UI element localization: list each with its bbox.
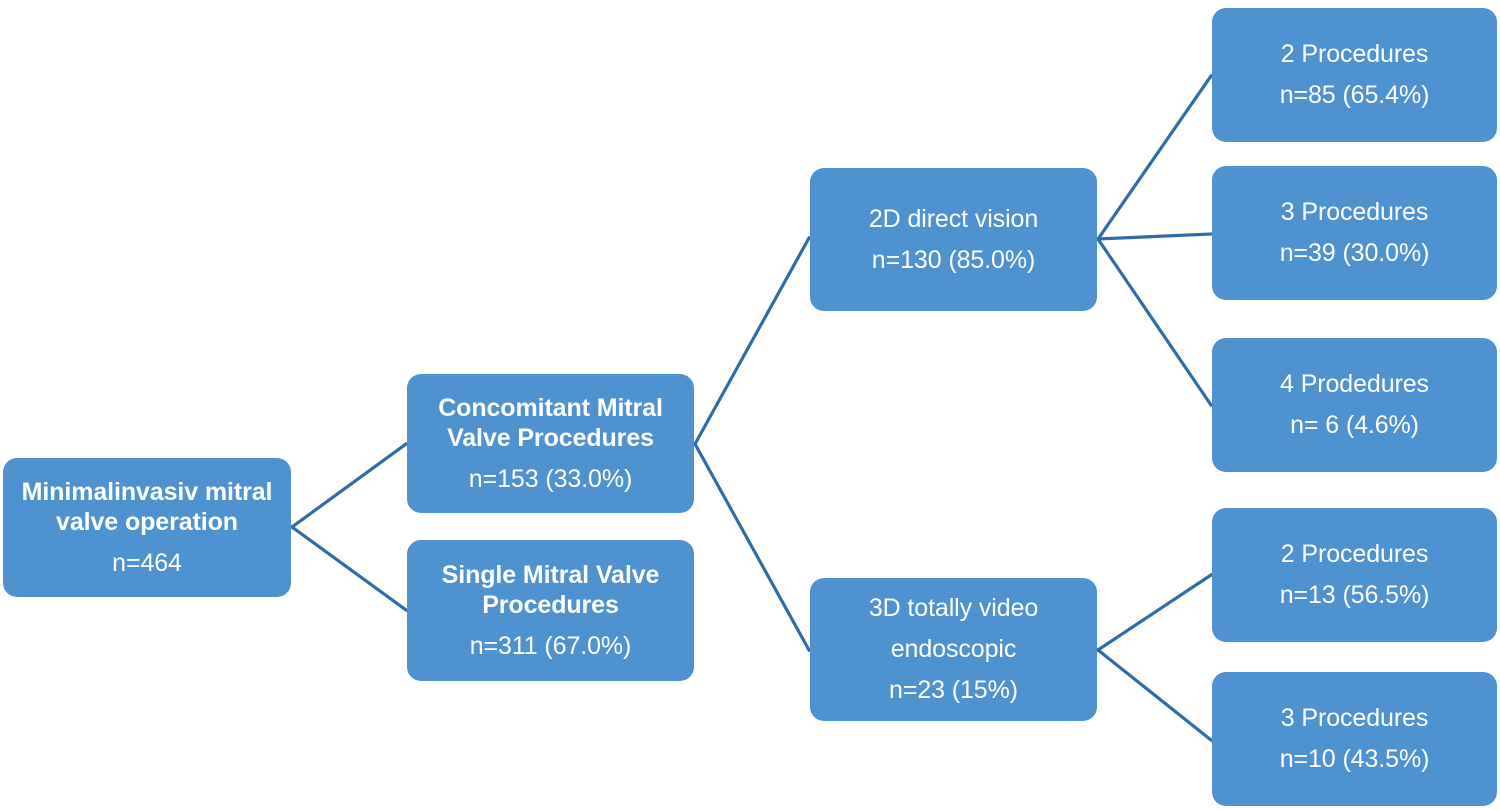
node-count: n=130 (85.0%)	[871, 245, 1036, 274]
edge-root-to-single	[289, 524, 409, 613]
node-line-1: Single Mitral Valve	[441, 560, 660, 589]
node-line-1: 3 Procedures	[1280, 198, 1429, 227]
node-line-2: valve operation	[56, 508, 238, 536]
node-3d-totally-video-endoscopic[interactable]: 3D totally video endoscopic n=23 (15%)	[810, 578, 1097, 721]
edge-root-to-concomitant	[289, 441, 409, 530]
node-line-2: Procedures	[482, 591, 619, 619]
node-concomitant-mitral-valve-procedures[interactable]: Concomitant Mitral Valve Procedures n=15…	[407, 374, 694, 513]
node-count: n=39 (30.0%)	[1279, 239, 1430, 268]
node-count: n=10 (43.5%)	[1279, 745, 1430, 774]
edge-3d-to-2-procedures	[1095, 572, 1214, 653]
node-line-1: Concomitant Mitral	[438, 393, 663, 422]
node-line-2: Valve Procedures	[447, 424, 654, 452]
node-line-1: 2D direct vision	[868, 204, 1039, 233]
node-2d-2-procedures[interactable]: 2 Procedures n=85 (65.4%)	[1212, 8, 1497, 142]
node-2d-direct-vision[interactable]: 2D direct vision n=130 (85.0%)	[810, 168, 1097, 311]
node-3d-3-procedures[interactable]: 3 Procedures n=10 (43.5%)	[1212, 672, 1497, 806]
edge-concomitant-to-2d	[692, 235, 812, 447]
edge-2d-to-4-procedures	[1095, 236, 1214, 408]
node-line-1: Minimalinvasiv mitral	[21, 477, 273, 506]
edge-3d-to-3-procedures	[1095, 647, 1214, 743]
node-2d-4-procedures[interactable]: 4 Prodedures n= 6 (4.6%)	[1212, 338, 1497, 472]
node-line-1: 2 Procedures	[1280, 540, 1429, 569]
edge-2d-to-2-procedures	[1095, 73, 1214, 242]
node-line-2: endoscopic	[890, 635, 1017, 664]
node-count: n=23 (15%)	[889, 676, 1018, 705]
node-3d-2-procedures[interactable]: 2 Procedures n=13 (56.5%)	[1212, 508, 1497, 642]
node-line-1: 3 Procedures	[1280, 704, 1429, 733]
node-count: n=311 (67.0%)	[469, 632, 632, 660]
node-line-1: 3D totally video	[868, 594, 1039, 623]
node-count: n= 6 (4.6%)	[1290, 411, 1419, 440]
edge-2d-to-3-procedures	[1096, 232, 1213, 241]
node-count: n=13 (56.5%)	[1279, 581, 1430, 610]
node-count: n=464	[112, 549, 182, 577]
node-line-1: 4 Prodedures	[1280, 370, 1429, 399]
edge-concomitant-to-3d	[692, 441, 812, 653]
node-2d-3-procedures[interactable]: 3 Procedures n=39 (30.0%)	[1212, 166, 1497, 300]
node-minimalinvasiv-mitral-valve-operation[interactable]: Minimalinvasiv mitral valve operation n=…	[3, 458, 291, 597]
node-line-1: 2 Procedures	[1280, 40, 1429, 69]
node-count: n=85 (65.4%)	[1279, 81, 1430, 110]
node-single-mitral-valve-procedures[interactable]: Single Mitral Valve Procedures n=311 (67…	[407, 540, 694, 681]
node-count: n=153 (33.0%)	[468, 465, 633, 493]
